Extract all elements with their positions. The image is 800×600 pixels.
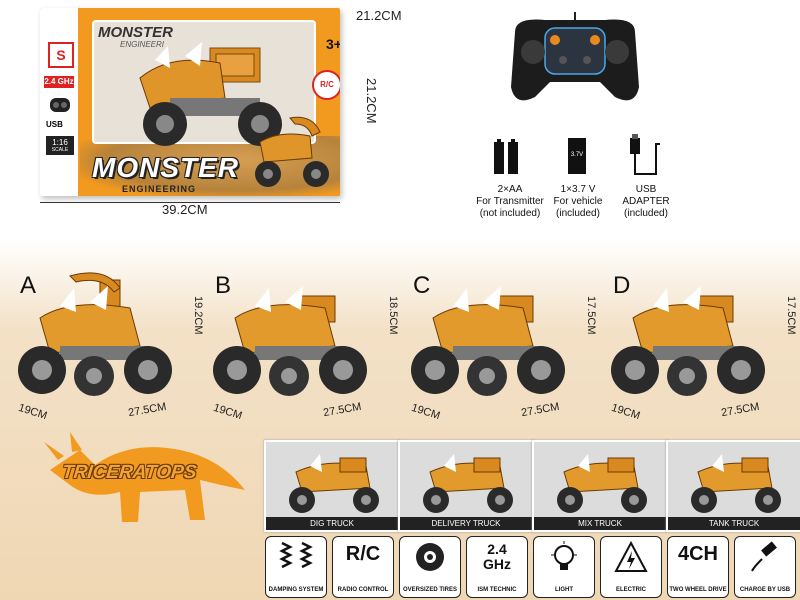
triceratops-silhouette xyxy=(44,432,245,522)
box-subtitle-top: ENGINEERI xyxy=(120,40,165,49)
truck-length: 27.5CM xyxy=(127,400,168,420)
box-truck-image xyxy=(139,42,282,146)
brand-logo: S xyxy=(48,42,74,68)
box-width-label: 39.2CM xyxy=(162,202,208,217)
product-box: S 2.4 GHz USB 1:16 SCALE MONSTER ENGINEE… xyxy=(40,8,340,196)
truck-width: 19CM xyxy=(609,401,642,423)
truck-letter: B xyxy=(215,272,232,299)
truck-letter: D xyxy=(613,272,631,299)
remote-mini-icon xyxy=(50,98,70,112)
truck-height: 18.5CM xyxy=(387,296,399,335)
feature-oversized-tires: OVERSIZED TIRES xyxy=(399,536,461,598)
feature-big-text: 2.4 xyxy=(487,541,507,557)
age-badge: 3+ xyxy=(326,36,340,52)
mode-truck-image xyxy=(691,454,781,513)
tire-icon xyxy=(416,543,444,571)
rc-badge: R/C xyxy=(312,70,340,100)
vehicle-battery-text: 3.7V xyxy=(570,152,584,158)
feature-label: RADIO CONTROL xyxy=(337,587,389,593)
scale-caption: SCALE xyxy=(51,147,69,153)
mode-truck-image xyxy=(289,454,379,513)
truck-image xyxy=(213,286,367,396)
feature-label: LIGHT xyxy=(555,587,573,593)
feature-electric: ELECTRIC xyxy=(600,536,662,598)
box-depth-label: 21.2CM xyxy=(356,8,402,23)
feature-label: ELECTRIC xyxy=(616,587,646,593)
aa-batteries-icon xyxy=(494,139,518,174)
truck-letter: C xyxy=(413,272,431,299)
box-title-top: MONSTER xyxy=(98,24,173,41)
accessory-usb-type: ADAPTER xyxy=(622,196,670,207)
box-width-line xyxy=(40,202,340,203)
mode-caption: MIX TRUCK xyxy=(534,517,666,530)
truck-width: 19CM xyxy=(409,401,442,423)
bulb-icon xyxy=(551,541,577,570)
truck-width: 19CM xyxy=(211,401,244,423)
box-height-label: 21.2CM xyxy=(364,78,379,124)
truck-width: 19CM xyxy=(16,401,49,423)
mode-truck-image xyxy=(423,454,513,513)
feature-damping-system: DAMPING SYSTEM xyxy=(265,536,327,598)
spring-icon xyxy=(279,541,313,569)
truck-image xyxy=(611,286,765,396)
accessory-usb-title: USB xyxy=(635,184,657,195)
accessory-aa: 2×AA For Transmitter (not included) xyxy=(470,184,550,220)
accessory-vehicle-battery: 1×3.7 V For vehicle (included) xyxy=(538,184,618,220)
triceratops-label: TRICERATOPS xyxy=(60,462,198,483)
truck-image xyxy=(18,272,172,396)
charge-label: USB xyxy=(46,120,63,129)
mode-caption: TANK TRUCK xyxy=(668,517,800,530)
mode-panel-4: TANK TRUCK xyxy=(666,440,800,532)
feature-big-text: 4CH xyxy=(677,543,718,565)
ghz-badge: 2.4 GHz xyxy=(44,76,74,88)
box-small-truck-image xyxy=(255,116,329,187)
truck-height: 17.5CM xyxy=(785,296,797,335)
truck-height: 19.2CM xyxy=(192,296,204,335)
truck-letter: A xyxy=(20,272,37,299)
electric-icon xyxy=(614,540,648,572)
truck-height: 17.5CM xyxy=(585,296,597,335)
accessory-usb-status: (included) xyxy=(624,208,668,219)
feature-light: LIGHT xyxy=(533,536,595,598)
feature-radio-control: R/C RADIO CONTROL xyxy=(332,536,394,598)
truck-length: 27.5CM xyxy=(322,400,363,420)
feature-label: CHARGE BY USB xyxy=(739,587,791,593)
feature-two-wheel-drive: 4CH TWO WHEEL DRIVE xyxy=(667,536,729,598)
box-subtitle: ENGINEERING xyxy=(122,184,197,194)
accessory-battery-use: For vehicle xyxy=(553,196,603,207)
box-title: MONSTER xyxy=(92,152,239,183)
feature-label: TWO WHEEL DRIVE xyxy=(669,587,727,593)
mode-panel-1: DIG TRUCK xyxy=(264,440,400,532)
feature-label: OVERSIZED TIRES xyxy=(402,587,457,593)
remote-control-image xyxy=(511,12,639,101)
accessory-aa-use: For Transmitter xyxy=(476,196,544,207)
usb-plug-icon xyxy=(751,541,777,572)
truck-image xyxy=(411,286,565,396)
mode-caption: DELIVERY TRUCK xyxy=(400,517,532,530)
scale-value: 1:16 xyxy=(52,138,68,147)
feature-charge-by-usb: CHARGE BY USB xyxy=(734,536,796,598)
truck-length: 27.5CM xyxy=(520,400,561,420)
truck-length: 27.5CM xyxy=(720,400,761,420)
scale-badge: 1:16 SCALE xyxy=(46,136,74,155)
accessory-aa-count: 2×AA xyxy=(497,184,523,195)
mode-panel-2: DELIVERY TRUCK xyxy=(398,440,534,532)
mode-panel-3: MIX TRUCK xyxy=(532,440,668,532)
accessory-battery-spec: 1×3.7 V xyxy=(560,184,596,195)
feature-big-text: R/C xyxy=(345,543,381,565)
usb-adapter-icon xyxy=(630,134,660,175)
accessory-battery-status: (included) xyxy=(556,208,600,219)
accessory-aa-status: (not included) xyxy=(479,208,541,219)
mode-truck-image xyxy=(557,454,647,513)
mode-caption: DIG TRUCK xyxy=(266,517,398,530)
accessory-usb: USB ADAPTER (included) xyxy=(606,184,686,220)
feature-label: ISM TECHNIC xyxy=(477,587,517,593)
feature-big-text-2: GHz xyxy=(483,556,511,572)
feature-label: DAMPING SYSTEM xyxy=(268,587,324,593)
vehicle-battery-icon: 3.7V xyxy=(568,138,586,174)
